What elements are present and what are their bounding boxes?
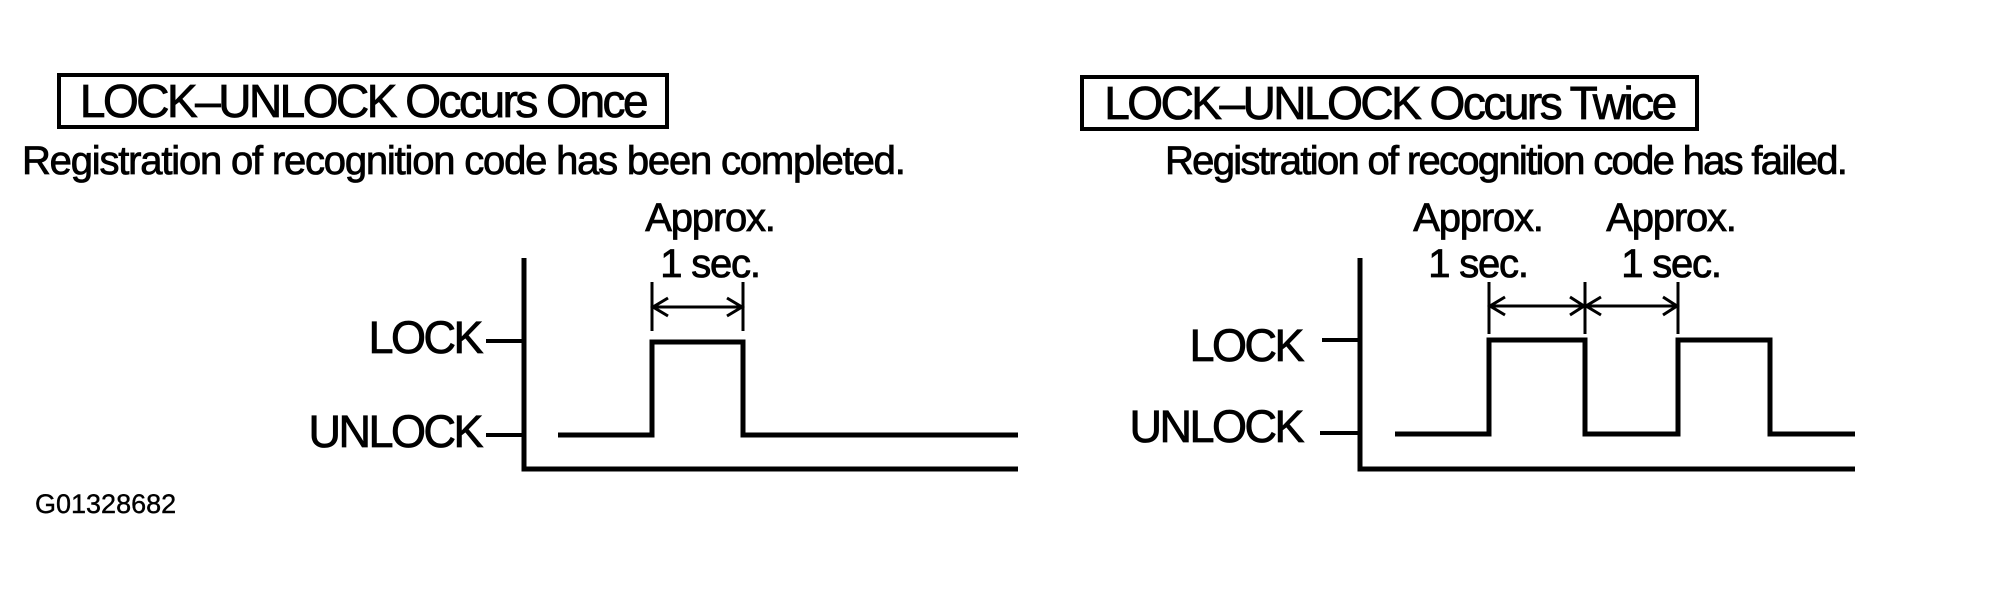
duration-label-twice-second: Approx. 1 sec. (1595, 195, 1747, 287)
axis-and-baseline-once (521, 258, 1018, 472)
diagram-twice (1320, 258, 1855, 472)
axis-and-baseline-twice (1357, 258, 1855, 472)
diagram-once (486, 258, 1018, 472)
figure-id-footnote: G01328682 (35, 489, 177, 519)
duration-ticks-twice (1487, 282, 1680, 334)
duration-label-twice-first-line2: 1 sec. (1428, 242, 1530, 287)
duration-label-once-line2: 1 sec. (660, 242, 762, 287)
duration-arrow-twice-second (1583, 295, 1680, 317)
unlock-label-once: UNLOCK (308, 406, 484, 457)
waveform-once (558, 339, 1018, 438)
panel-caption-twice: Registration of recognition code has fai… (1165, 139, 1849, 184)
panel-title-box-once: LOCK–UNLOCK Occurs Once (57, 73, 669, 129)
duration-label-twice-second-line2: 1 sec. (1621, 242, 1723, 287)
duration-label-twice-first: Approx. 1 sec. (1402, 195, 1554, 287)
panel-title-box-twice: LOCK–UNLOCK Occurs Twice (1080, 75, 1699, 131)
lock-label-once: LOCK (368, 312, 484, 363)
duration-label-twice-first-line1: Approx. (1413, 196, 1544, 241)
duration-arrow-twice-first (1487, 295, 1587, 317)
panel-caption-once: Registration of recognition code has bee… (22, 139, 907, 184)
waveform-twice (1395, 337, 1855, 437)
duration-label-twice-second-line1: Approx. (1606, 196, 1737, 241)
duration-arrow-once (650, 296, 745, 318)
panel-title-once: LOCK–UNLOCK Occurs Once (79, 75, 649, 128)
duration-label-once-line1: Approx. (645, 196, 776, 241)
unlock-label-twice: UNLOCK (1129, 401, 1305, 452)
panel-title-twice: LOCK–UNLOCK Occurs Twice (1104, 77, 1678, 130)
duration-label-once: Approx. 1 sec. (634, 195, 786, 287)
lock-label-twice: LOCK (1189, 320, 1305, 371)
